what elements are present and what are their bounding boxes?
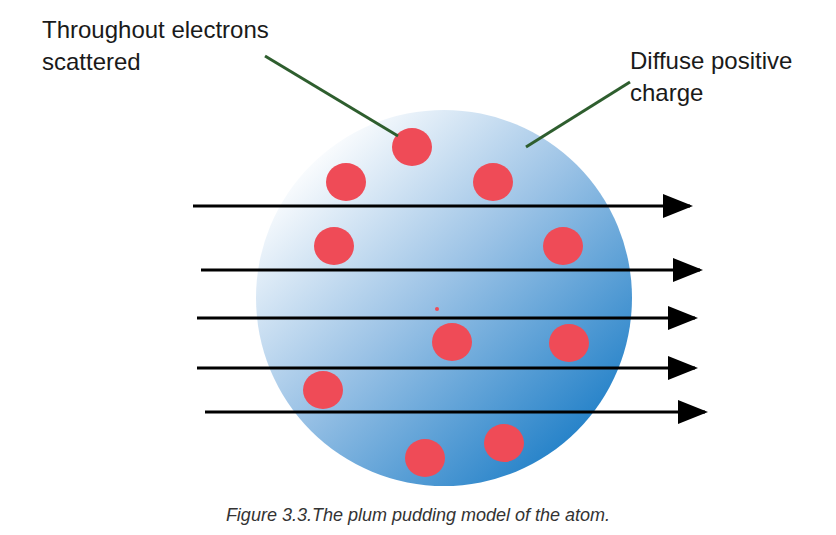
callout-label: Throughout electrons scattered	[42, 14, 332, 78]
electrons	[303, 128, 589, 477]
particle-paths	[193, 206, 705, 412]
particle-arrow	[205, 411, 705, 414]
center-dot	[435, 307, 439, 311]
electron	[473, 163, 513, 201]
particle-arrow	[193, 205, 690, 208]
electron	[484, 424, 524, 462]
callout-label: Diffuse positive charge	[630, 45, 830, 109]
particle-arrow	[201, 269, 700, 272]
electron	[303, 371, 343, 409]
particle-arrow	[197, 367, 695, 370]
electron	[392, 128, 432, 166]
electron	[549, 324, 589, 362]
electron	[432, 323, 472, 361]
electron	[405, 439, 445, 477]
electron	[543, 227, 583, 265]
positive-sphere	[256, 110, 632, 486]
electron	[326, 163, 366, 201]
particle-arrow	[197, 317, 695, 320]
leader-line	[265, 56, 398, 136]
leader-line	[526, 82, 630, 147]
electron	[314, 227, 354, 265]
leader-lines	[265, 56, 630, 147]
figure-caption: Figure 3.3.The plum pudding model of the…	[226, 505, 610, 526]
